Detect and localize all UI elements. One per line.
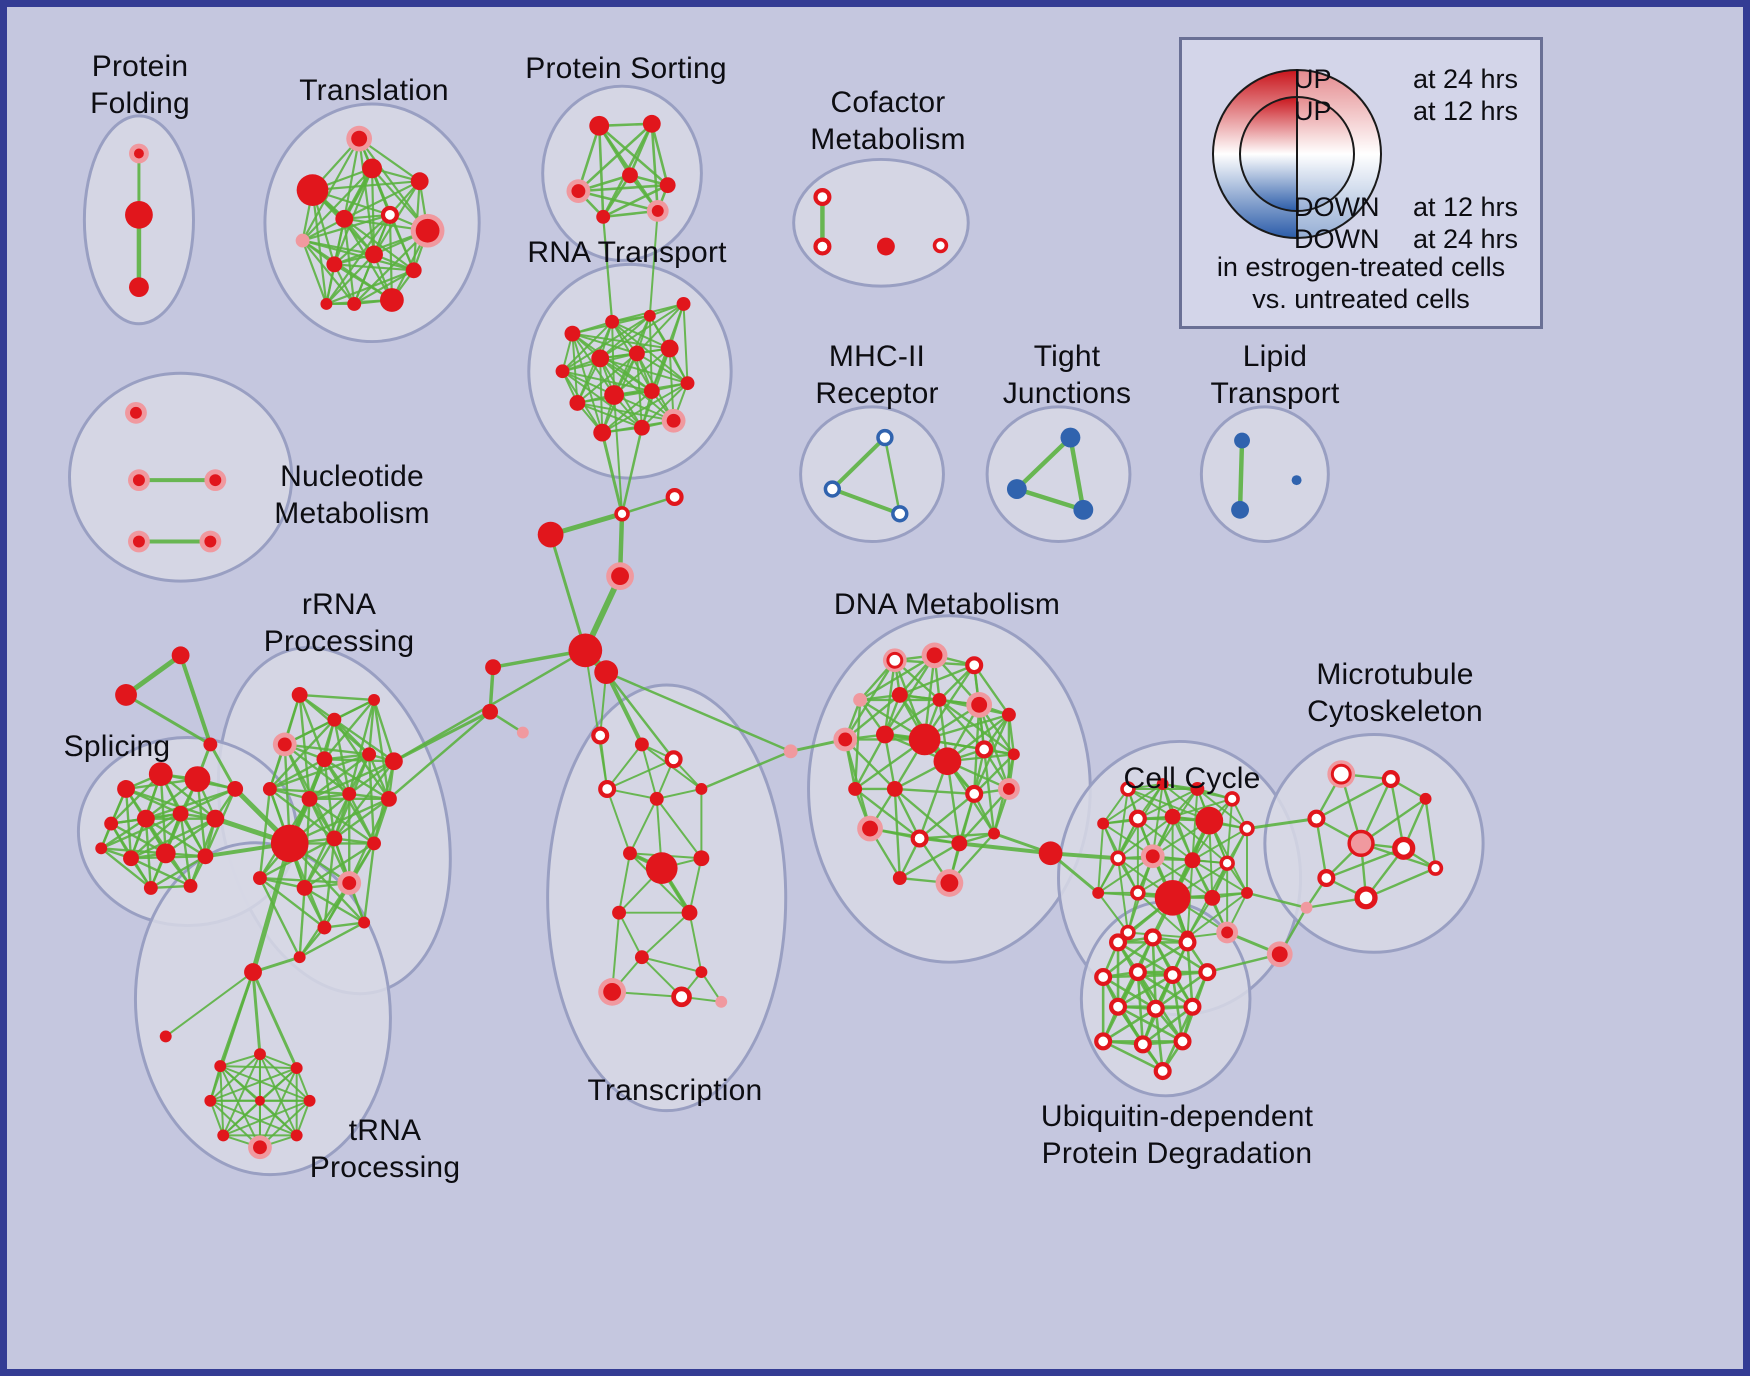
cluster-label-mhc-ii-receptor: MHC-II Receptor <box>815 340 939 410</box>
legend-time-label: at 24 hrs <box>1412 64 1518 94</box>
legend-direction-label: UP <box>1294 96 1332 126</box>
cluster-label-rna-transport: RNA Transport <box>527 236 727 269</box>
cluster-label-nucleotide-metabolism: Nucleotide Metabolism <box>274 460 430 530</box>
legend-updown-dial-icon <box>1212 69 1382 239</box>
cluster-label-protein-folding: Protein Folding <box>90 50 190 120</box>
cluster-label-trna-processing: tRNA Processing <box>309 1114 461 1184</box>
gene-network-graph <box>68 84 1485 1177</box>
cluster-label-tight-junctions: Tight Junctions <box>1002 340 1132 410</box>
cluster-label-splicing: Splicing <box>63 730 171 763</box>
cluster-label-lipid-transport: Lipid Transport <box>1210 340 1340 410</box>
legend-row-up-12hrs: UP at 12 hrs <box>1294 96 1518 127</box>
legend-time-label: at 24 hrs <box>1412 224 1518 254</box>
legend-footer-line2: vs. untreated cells <box>1252 284 1470 314</box>
legend-direction-label: UP <box>1294 64 1332 94</box>
cluster-label-microtubule-cytoskeleton: Microtubule Cytoskeleton <box>1307 658 1483 728</box>
legend-direction-label: DOWN <box>1294 224 1380 254</box>
cluster-label-rrna-processing: rRNA Processing <box>263 588 415 658</box>
legend-time-label: at 12 hrs <box>1412 192 1518 222</box>
cluster-label-dna-metabolism: DNA Metabolism <box>833 588 1061 621</box>
cluster-label-translation: Translation <box>299 74 449 107</box>
cluster-label-transcription: Transcription <box>587 1074 763 1107</box>
cluster-label-ubiquitin-degradation: Ubiquitin-dependent Protein Degradation <box>1040 1100 1314 1170</box>
legend-box: UP at 24 hrs UP at 12 hrs DOWN at 12 hrs… <box>1179 37 1543 329</box>
cluster-label-cofactor-metabolism: Cofactor Metabolism <box>810 86 966 156</box>
legend-row-down-12hrs: DOWN at 12 hrs <box>1294 192 1518 223</box>
legend-row-up-24hrs: UP at 24 hrs <box>1294 64 1518 95</box>
legend-time-label: at 12 hrs <box>1412 96 1518 126</box>
legend-direction-label: DOWN <box>1294 192 1380 222</box>
legend-footer-line1: in estrogen-treated cells <box>1216 252 1506 282</box>
cluster-label-protein-sorting: Protein Sorting <box>525 52 727 85</box>
legend-row-down-24hrs: DOWN at 24 hrs <box>1294 224 1518 255</box>
cluster-label-cell-cycle: Cell Cycle <box>1123 762 1261 795</box>
